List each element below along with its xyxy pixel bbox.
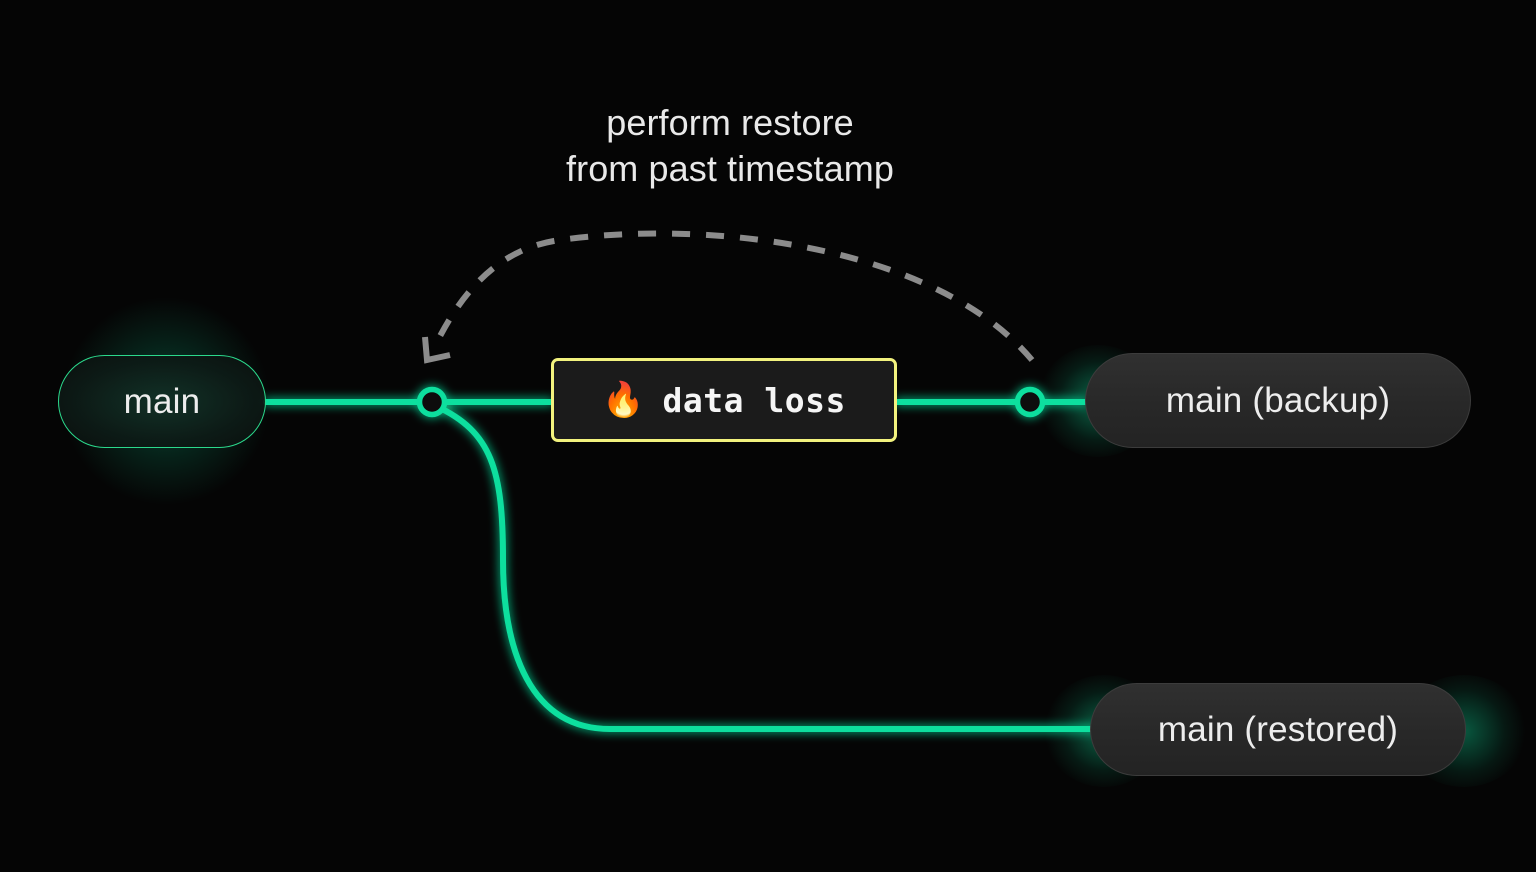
restore-annotation-label: perform restore from past timestamp: [566, 102, 894, 190]
branch-node-main-label: main: [123, 381, 201, 421]
restore-arc-dashed: [431, 230, 1035, 362]
fire-emoji: 🔥: [602, 381, 645, 419]
edge-branchpoint-to-restored: [433, 403, 1098, 732]
commit-dot-branch-point: [416, 386, 448, 418]
branch-node-main[interactable]: main: [58, 355, 266, 448]
data-loss-event-box[interactable]: 🔥 data loss: [551, 358, 897, 442]
branch-node-main-restored-label: main (restored): [1157, 709, 1399, 749]
branch-node-main-restored[interactable]: main (restored): [1090, 683, 1466, 776]
branch-node-main-backup[interactable]: main (backup): [1085, 353, 1471, 448]
restore-arc-arrowhead-icon: [422, 336, 451, 364]
branch-node-main-backup-label: main (backup): [1165, 380, 1391, 420]
data-loss-label: data loss: [662, 380, 846, 420]
commit-dot-backup-head: [1014, 386, 1046, 418]
